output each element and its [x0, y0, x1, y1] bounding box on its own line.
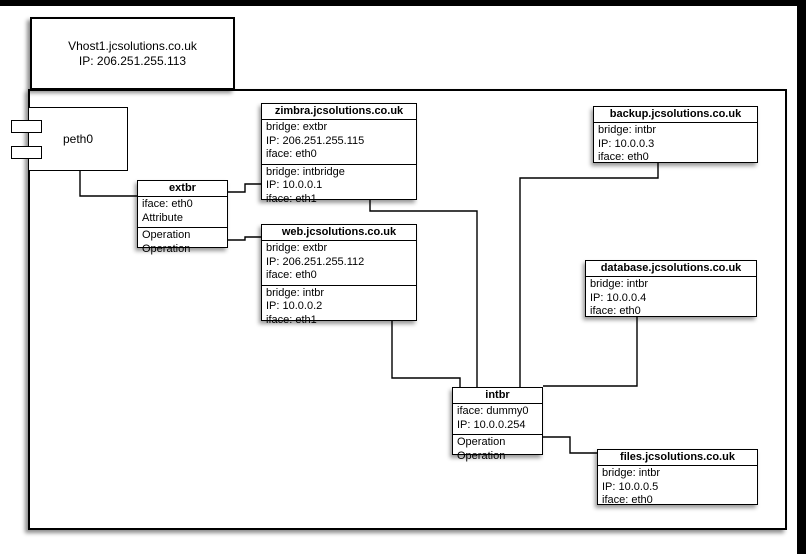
node-zimbra[interactable]: zimbra.jcsolutions.co.uk bridge: extbr I…	[261, 103, 417, 205]
attribute-row: iface: eth0	[590, 305, 641, 317]
attribute-row: IP: 206.251.255.115	[266, 134, 365, 147]
node-title: files.jcsolutions.co.uk	[598, 450, 757, 466]
attribute-row: bridge: intbr	[590, 278, 649, 290]
operation-row: Operation	[457, 436, 506, 448]
attribute-row: iface: eth1	[266, 313, 317, 326]
node-title: zimbra.jcsolutions.co.uk	[262, 104, 416, 120]
attribute-row: IP: 10.0.0.2	[266, 300, 323, 312]
right-border	[797, 0, 806, 554]
attribute-row: iface: eth0	[598, 151, 649, 163]
attribute-row: bridge: intbr	[598, 124, 657, 136]
node-title: extbr	[138, 181, 227, 197]
attribute-row: bridge: extbr	[266, 121, 328, 133]
node-extbr[interactable]: extbr iface: eth0 Attribute Operation Op…	[137, 180, 228, 255]
attribute-row: IP: 206.251.255.112	[266, 255, 365, 268]
attribute-row: iface: eth1	[266, 192, 317, 205]
host-title: Vhost1.jcsolutions.co.uk	[68, 38, 197, 53]
attribute-row: IP: 10.0.0.1	[266, 179, 323, 191]
attribute-row: iface: eth0	[266, 148, 317, 160]
attribute-row: IP: 10.0.0.254	[457, 418, 526, 431]
operation-row: Operation	[142, 242, 191, 255]
top-border	[0, 0, 806, 6]
attribute-row: iface: eth0	[602, 494, 653, 506]
component-port-icon	[11, 120, 42, 133]
attribute-row: iface: eth0	[142, 198, 193, 210]
node-files[interactable]: files.jcsolutions.co.uk bridge: intbr IP…	[597, 449, 758, 506]
host-label-box[interactable]: Vhost1.jcsolutions.co.uk IP: 206.251.255…	[30, 17, 235, 90]
node-peth0[interactable]: peth0	[28, 107, 128, 171]
node-title: intbr	[453, 388, 542, 404]
node-backup[interactable]: backup.jcsolutions.co.uk bridge: intbr I…	[593, 106, 758, 163]
attribute-row: IP: 10.0.0.3	[598, 137, 655, 150]
attribute-row: Attribute	[142, 211, 183, 224]
operation-row: Operation	[142, 229, 191, 241]
host-ip: IP: 206.251.255.113	[78, 53, 187, 68]
attribute-row: IP: 10.0.0.5	[602, 480, 659, 493]
node-web[interactable]: web.jcsolutions.co.uk bridge: extbr IP: …	[261, 224, 417, 326]
node-title: backup.jcsolutions.co.uk	[594, 107, 757, 123]
component-port-icon	[11, 146, 42, 159]
attribute-row: IP: 10.0.0.4	[590, 291, 647, 304]
attribute-row: iface: eth0	[266, 269, 317, 281]
attribute-row: bridge: extbr	[266, 242, 328, 254]
attribute-row: bridge: intbridge	[266, 165, 345, 178]
node-intbr[interactable]: intbr iface: dummy0 IP: 10.0.0.254 Opera…	[452, 387, 543, 462]
node-database[interactable]: database.jcsolutions.co.uk bridge: intbr…	[585, 260, 757, 317]
node-title: web.jcsolutions.co.uk	[262, 225, 416, 241]
peth0-label: peth0	[62, 132, 94, 146]
attribute-row: bridge: intbr	[602, 467, 661, 479]
attribute-row: iface: dummy0	[457, 405, 529, 417]
operation-row: Operation	[457, 449, 506, 462]
attribute-row: bridge: intbr	[266, 286, 325, 299]
node-title: database.jcsolutions.co.uk	[586, 261, 756, 277]
